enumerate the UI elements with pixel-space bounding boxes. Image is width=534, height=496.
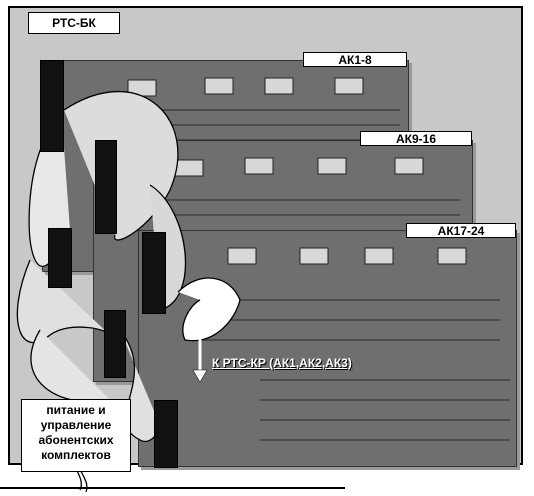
divider-line: [0, 487, 345, 489]
power-control-label: питание и управление абонентских комплек…: [21, 399, 131, 472]
power-label-line: питание и: [22, 403, 130, 418]
arrow-label: К РТС-КР (АК1,АК2,АК3): [212, 356, 352, 370]
power-label-line: управление: [22, 418, 130, 433]
power-label-line: комплектов: [22, 448, 130, 463]
power-label-line: абонентских: [22, 433, 130, 448]
